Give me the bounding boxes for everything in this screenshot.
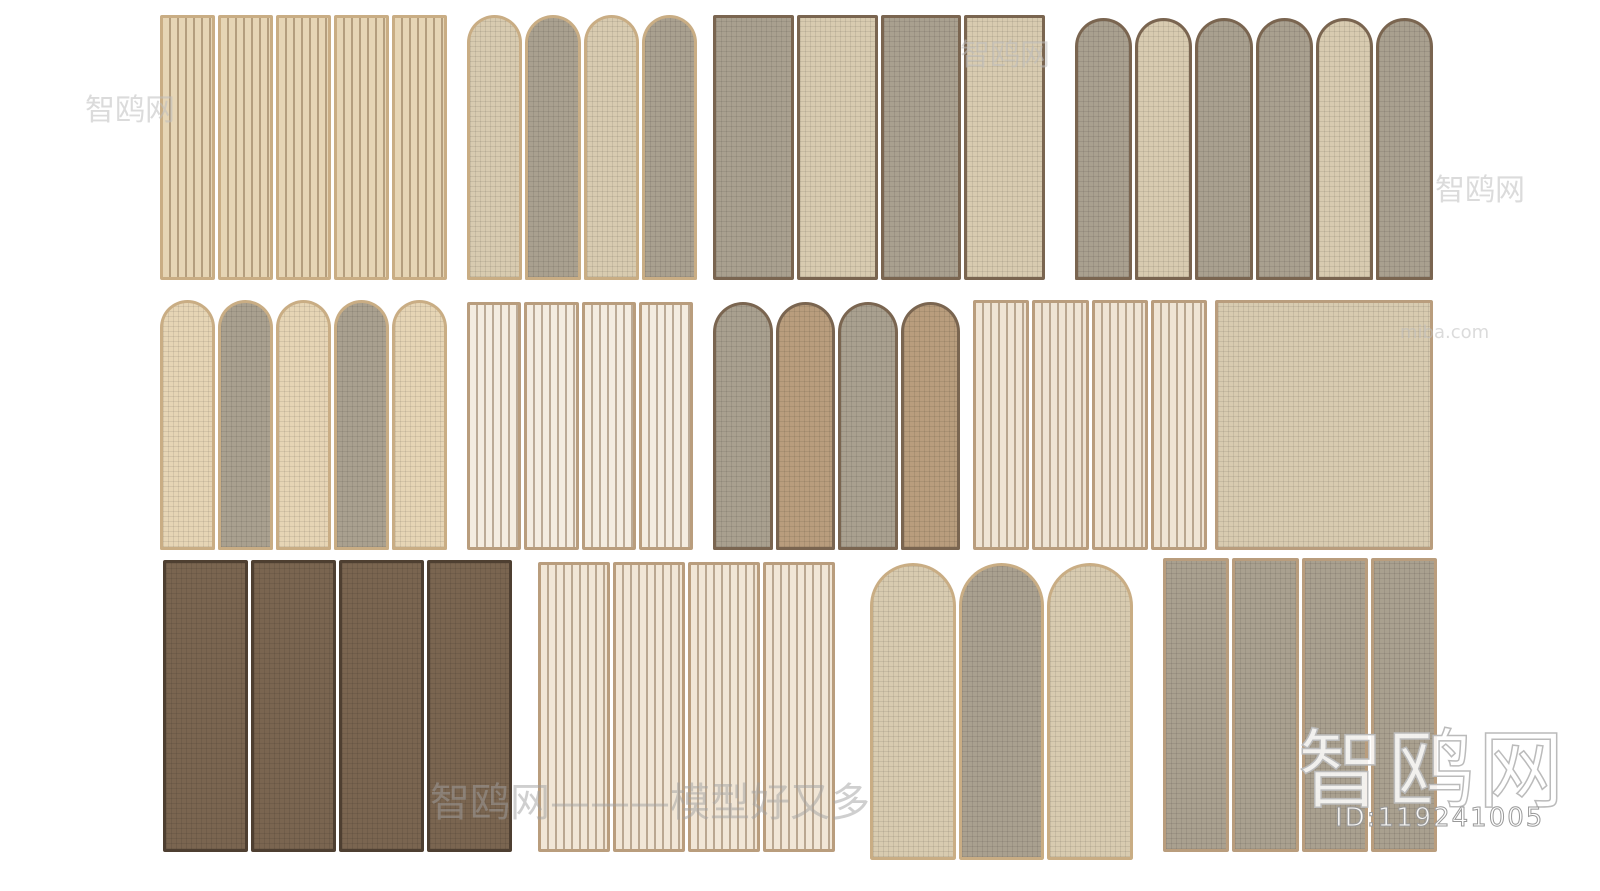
screen-panel <box>467 15 523 280</box>
screen-panel <box>688 562 760 852</box>
screen-panel <box>524 302 579 550</box>
folding-screen <box>160 300 447 550</box>
screen-panel <box>1163 558 1230 852</box>
folding-screen <box>467 302 693 550</box>
screen-panel <box>1032 300 1089 550</box>
screen-panel <box>163 560 248 852</box>
screen-panel <box>1075 18 1133 280</box>
screen-panel <box>900 302 960 550</box>
screen-panel <box>880 15 962 280</box>
screen-panel <box>334 15 389 280</box>
screen-panel <box>1301 558 1368 852</box>
folding-screen <box>160 15 447 280</box>
screen-panel <box>1370 558 1437 852</box>
screen-panel <box>583 15 639 280</box>
folding-screen <box>973 300 1207 550</box>
folding-screen <box>870 563 1134 860</box>
screen-panel <box>525 15 581 280</box>
folding-screen <box>713 15 1045 280</box>
screen-panel <box>218 300 273 550</box>
screen-panel <box>1315 18 1373 280</box>
screen-panel <box>613 562 685 852</box>
screen-panel <box>251 560 336 852</box>
screen-panel <box>973 300 1030 550</box>
screen-panel <box>427 560 512 852</box>
screen-panel <box>958 563 1045 860</box>
screen-panel <box>1195 18 1253 280</box>
screen-panel <box>1232 558 1299 852</box>
screen-panel <box>775 302 835 550</box>
screen-panel <box>538 562 610 852</box>
screen-panel <box>838 302 898 550</box>
screen-panel <box>1091 300 1148 550</box>
screen-panel <box>1375 18 1434 280</box>
screen-panel <box>334 300 389 550</box>
screen-panel <box>339 560 424 852</box>
screen-panel <box>796 15 878 280</box>
folding-screen <box>467 15 697 280</box>
screen-panel <box>392 15 447 280</box>
screen-panel <box>1255 18 1313 280</box>
screen-panel <box>218 15 273 280</box>
screen-panel <box>1135 18 1193 280</box>
screen-panel <box>638 302 693 550</box>
screen-panel <box>713 15 794 280</box>
folding-screen <box>538 562 835 852</box>
screen-panel <box>276 15 331 280</box>
folding-screen <box>713 302 960 550</box>
folding-screen <box>1215 300 1433 550</box>
screen-panel <box>160 15 215 280</box>
folding-screen <box>1163 558 1437 852</box>
watermark-brand: 智鸥网 <box>1435 173 1525 208</box>
screen-panel <box>581 302 636 550</box>
screen-panel <box>1047 563 1134 860</box>
screen-panel <box>964 15 1045 280</box>
screen-panel <box>276 300 331 550</box>
screen-panel <box>641 15 697 280</box>
screen-panel <box>1150 300 1207 550</box>
screen-panel <box>160 300 215 550</box>
screen-panel <box>763 562 835 852</box>
folding-screen <box>1075 18 1434 280</box>
screen-panel <box>392 300 447 550</box>
folding-screen <box>163 560 512 852</box>
screen-panel <box>713 302 773 550</box>
screen-panel <box>1215 300 1433 550</box>
screen-panel <box>870 563 956 860</box>
screen-panel <box>467 302 522 550</box>
